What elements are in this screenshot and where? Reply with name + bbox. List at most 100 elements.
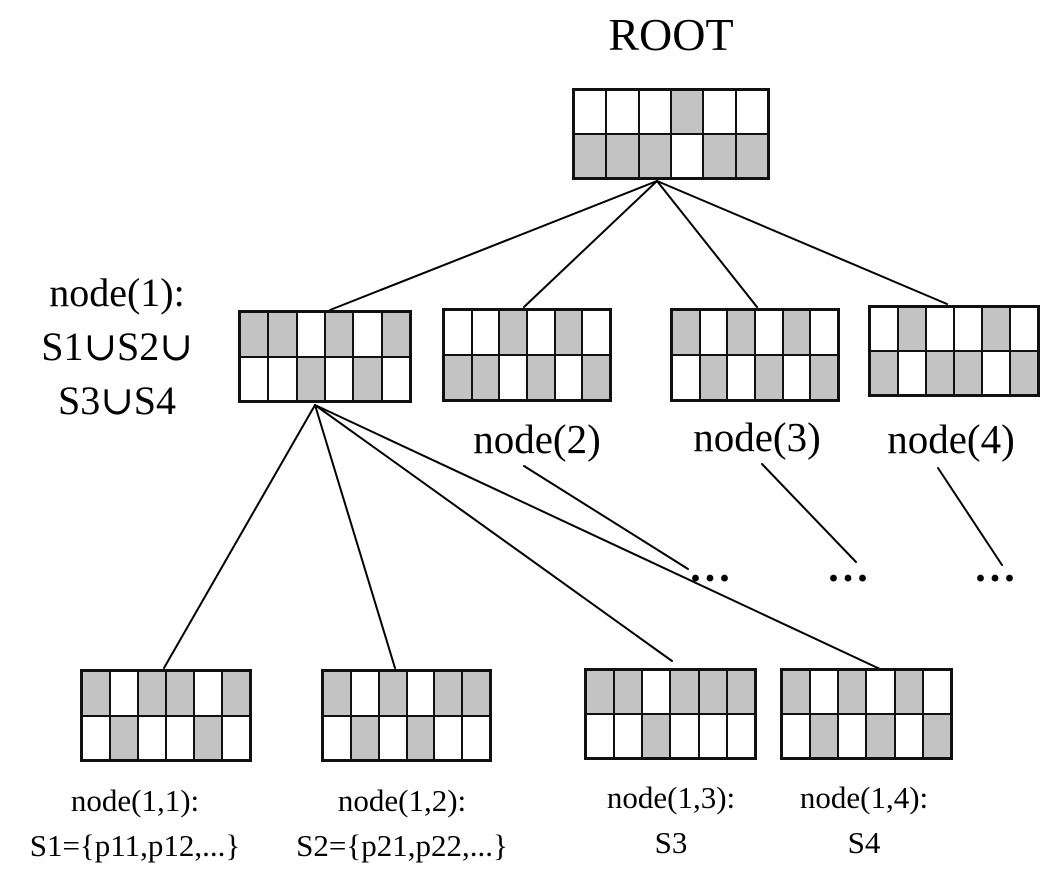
- node-1-1-label-line2: S1={p11,p12,...}: [29, 828, 241, 863]
- edge-node1-node13: [314, 404, 673, 662]
- grid-cell-filled: [672, 91, 703, 133]
- grid-cell-filled: [555, 311, 582, 354]
- grid-cell-empty: [615, 715, 642, 757]
- node-1-3-label-line2: S3: [654, 825, 688, 860]
- grid-cell-empty: [983, 352, 1009, 394]
- node-1-label-line1: node(1):: [49, 270, 185, 315]
- grid-cell-filled: [699, 671, 726, 713]
- grid-cell-empty: [927, 308, 953, 350]
- grid-cell-empty: [167, 716, 193, 759]
- grid-cell-empty: [555, 356, 582, 399]
- grid-cell-empty: [111, 672, 137, 715]
- grid-cell-empty: [326, 357, 353, 400]
- grid-cell-filled: [435, 672, 462, 715]
- grid-cell-empty: [297, 313, 324, 356]
- grid-cell-empty: [639, 91, 670, 133]
- grid-cell-empty: [587, 715, 614, 757]
- node-2-label: node(2): [473, 416, 601, 462]
- node-4-children-ellipsis: ...: [975, 545, 1019, 591]
- grid-cell-empty: [354, 313, 381, 356]
- node-1-2-label-line1: node(1,2):: [337, 783, 467, 818]
- grid-cell-filled: [167, 672, 193, 715]
- grid-cell-empty: [643, 671, 670, 713]
- grid-cell-empty: [699, 715, 726, 757]
- grid-cell-filled: [445, 356, 471, 399]
- node-1-label-line2: S1∪S2∪: [41, 324, 193, 369]
- grid-cell-empty: [223, 716, 249, 759]
- grid-cell-filled: [407, 716, 434, 759]
- grid-cell-filled: [673, 311, 699, 354]
- grid-cell-filled: [351, 716, 378, 759]
- grid-cell-filled: [643, 715, 670, 757]
- root-title: ROOT: [608, 9, 734, 60]
- grid-cell-empty: [269, 357, 296, 400]
- grid-cell-filled: [927, 352, 953, 394]
- grid-cell-empty: [407, 672, 434, 715]
- grid-cell-empty: [583, 311, 609, 354]
- grid-cell-filled: [382, 313, 409, 356]
- edge-node1-node11: [163, 404, 316, 669]
- grid-cell-empty: [871, 308, 897, 350]
- grid-cell-filled: [728, 311, 754, 354]
- grid-cell-empty: [382, 357, 409, 400]
- grid-cell-filled: [575, 135, 606, 177]
- grid-cell-filled: [867, 715, 894, 757]
- grid-cell-filled: [195, 716, 221, 759]
- grid-cell-empty: [435, 716, 462, 759]
- grid-cell-filled: [1011, 352, 1037, 394]
- grid-cell-filled: [326, 313, 353, 356]
- grid-cell-filled: [783, 671, 810, 713]
- edge-node1-node14: [314, 404, 881, 670]
- grid-cell-filled: [379, 672, 406, 715]
- grid-cell-empty: [811, 671, 838, 713]
- node-1-2-grid: [321, 669, 492, 762]
- grid-cell-filled: [811, 356, 837, 399]
- grid-cell-filled: [923, 715, 950, 757]
- grid-cell-filled: [587, 671, 614, 713]
- grid-cell-filled: [111, 716, 137, 759]
- grid-cell-empty: [672, 135, 703, 177]
- grid-cell-empty: [673, 356, 699, 399]
- node-1-1-grid: [80, 669, 252, 762]
- node-1-label-line3: S3∪S4: [57, 378, 176, 423]
- grid-cell-empty: [811, 311, 837, 354]
- grid-cell-filled: [700, 356, 727, 399]
- node-1-1-label-line1: node(1,1):: [70, 783, 200, 818]
- grid-cell-filled: [671, 671, 698, 713]
- grid-cell-empty: [899, 352, 925, 394]
- grid-cell-empty: [867, 671, 894, 713]
- grid-cell-empty: [704, 91, 735, 133]
- node-1-4-label-line1: node(1,4):: [799, 780, 929, 815]
- edge-root-node3: [656, 180, 758, 308]
- grid-cell-filled: [583, 356, 609, 399]
- edge-root-node4: [656, 180, 948, 305]
- grid-cell-filled: [297, 357, 324, 400]
- grid-cell-filled: [871, 352, 897, 394]
- grid-cell-empty: [607, 91, 638, 133]
- node-3-label: node(3): [693, 414, 821, 460]
- grid-cell-empty: [351, 672, 378, 715]
- grid-cell-filled: [727, 671, 754, 713]
- grid-cell-filled: [223, 672, 249, 715]
- grid-cell-filled: [354, 357, 381, 400]
- grid-cell-filled: [269, 313, 296, 356]
- grid-cell-filled: [139, 672, 165, 715]
- node-3-children-ellipsis: ...: [828, 545, 872, 591]
- node-1-4-grid: [780, 668, 953, 760]
- grid-cell-filled: [463, 672, 489, 715]
- grid-cell-empty: [575, 91, 606, 133]
- grid-cell-empty: [463, 716, 489, 759]
- grid-cell-empty: [700, 311, 727, 354]
- grid-cell-filled: [811, 715, 838, 757]
- grid-cell-filled: [83, 672, 109, 715]
- grid-cell-filled: [241, 313, 268, 356]
- grid-cell-empty: [83, 716, 109, 759]
- grid-cell-empty: [139, 716, 165, 759]
- grid-cell-filled: [983, 308, 1009, 350]
- edge-node4-ellipsis: [937, 467, 1003, 566]
- grid-cell-empty: [1011, 308, 1037, 350]
- edge-root-node2: [523, 180, 658, 308]
- node-1-2-label-line2: S2={p21,p22,...}: [296, 828, 508, 863]
- grid-cell-empty: [195, 672, 221, 715]
